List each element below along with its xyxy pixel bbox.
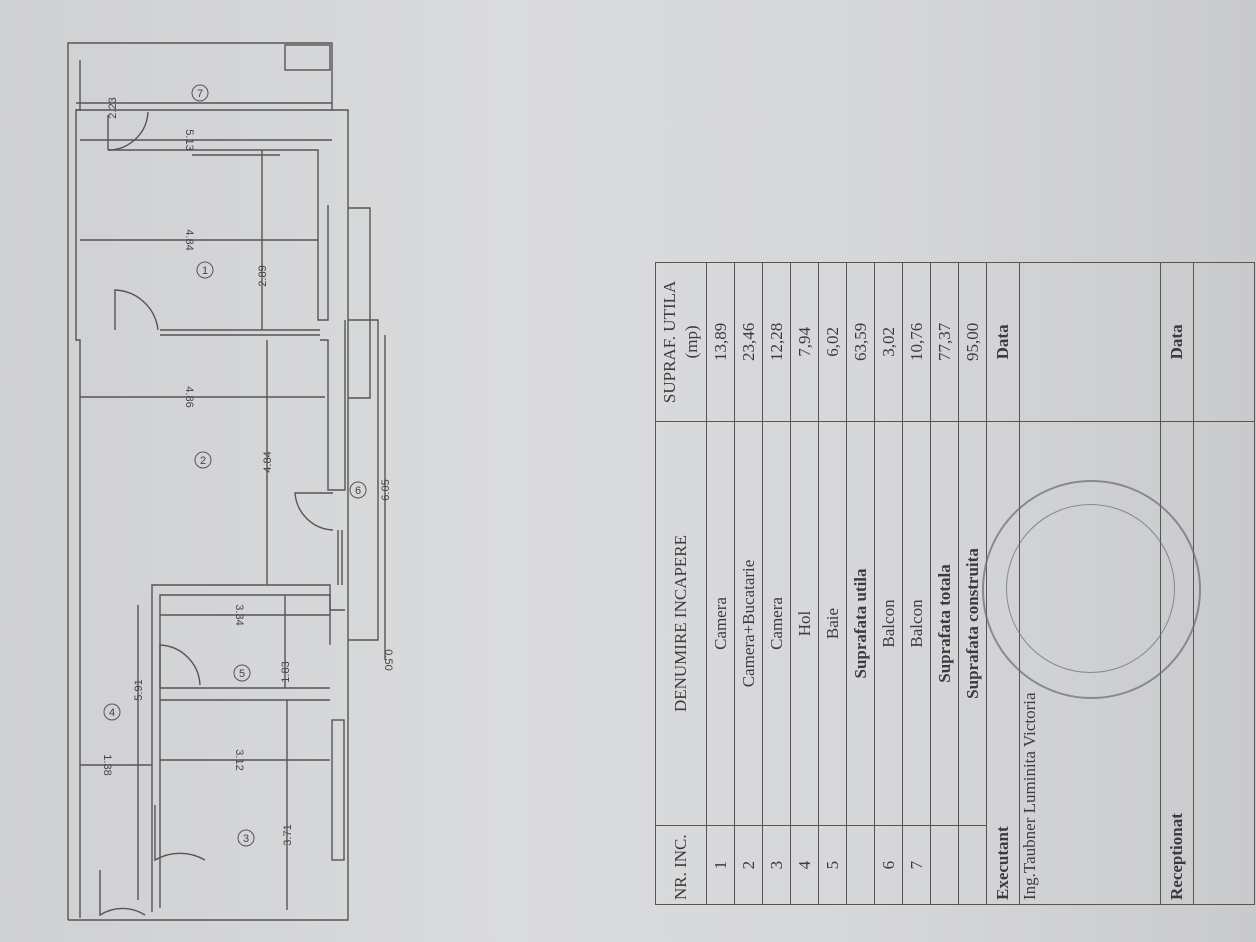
svg-text:5: 5 xyxy=(239,668,245,680)
inner-wall xyxy=(75,60,81,918)
header-area: SUPRAF. UTILA (mp) xyxy=(655,262,707,422)
svg-text:3: 3 xyxy=(243,833,249,845)
cell-nr: 7 xyxy=(902,825,931,905)
door-arc xyxy=(114,289,159,331)
dim-label: 4.86 xyxy=(183,386,195,407)
balcony-7-detail xyxy=(284,44,331,71)
room-label-3: 3 xyxy=(237,829,255,847)
executant-date-label: Data xyxy=(986,262,1020,422)
cell-area: 6,02 xyxy=(818,262,847,422)
room-label-2: 2 xyxy=(194,451,212,469)
executant-date-value xyxy=(1019,262,1161,422)
cell-area: 3,02 xyxy=(874,262,903,422)
room-label-6: 6 xyxy=(349,481,367,499)
cell-area: 23,46 xyxy=(734,262,763,422)
balcony-6-outline xyxy=(348,207,371,399)
dim-label: 6.05 xyxy=(380,479,392,500)
receptionat-date-label: Data xyxy=(1160,262,1194,422)
receptionat-date-value xyxy=(1193,262,1255,422)
room-label-7: 7 xyxy=(191,84,209,102)
cell-nr xyxy=(846,825,875,905)
cell-area: 12,28 xyxy=(762,262,791,422)
dim-label: 2.89 xyxy=(257,265,269,286)
cell-area: 77,37 xyxy=(930,262,959,422)
room-label-4: 4 xyxy=(103,703,121,721)
door-arc xyxy=(154,805,206,862)
cell-name: Suprafata utila xyxy=(846,421,875,826)
table-header: NR. INC. DENUMIRE INCAPERE SUPRAF. UTILA… xyxy=(655,262,707,905)
dim-label: 3.12 xyxy=(233,749,245,770)
svg-text:2: 2 xyxy=(200,455,206,467)
dim-label: 3.34 xyxy=(233,604,245,625)
door-arc xyxy=(159,644,201,688)
cell-area: 63,59 xyxy=(846,262,875,422)
authorization-stamp xyxy=(982,480,1201,699)
cell-area: 13,89 xyxy=(706,262,735,422)
svg-text:1: 1 xyxy=(202,265,208,277)
cell-nr xyxy=(930,825,959,905)
svg-text:6: 6 xyxy=(355,485,361,497)
cell-nr: 4 xyxy=(790,825,819,905)
room-5-wall xyxy=(159,594,331,908)
cell-area: 7,94 xyxy=(790,262,819,422)
svg-text:7: 7 xyxy=(197,88,203,100)
header-nr: NR. INC. xyxy=(655,825,707,905)
cell-name: Suprafata construita xyxy=(958,421,987,826)
cell-nr: 3 xyxy=(762,825,791,905)
cell-nr xyxy=(958,825,987,905)
stamp-inner-ring xyxy=(1006,504,1175,673)
cell-name: Camera+Bucatarie xyxy=(734,421,763,826)
cell-name: Camera xyxy=(706,421,735,826)
room-label-5: 5 xyxy=(233,664,251,682)
cell-area: 95,00 xyxy=(958,262,987,422)
cell-name: Hol xyxy=(790,421,819,826)
balcony-6-outline xyxy=(348,319,379,641)
dim-label: 5.91 xyxy=(133,679,145,700)
dim-label: 5.13 xyxy=(183,129,195,150)
cell-name: Balcon xyxy=(902,421,931,826)
cell-nr: 6 xyxy=(874,825,903,905)
cell-area: 10,76 xyxy=(902,262,931,422)
window xyxy=(331,719,345,861)
svg-text:4: 4 xyxy=(109,707,115,719)
door-arc xyxy=(294,492,334,531)
header-name: DENUMIRE INCAPERE xyxy=(655,421,707,826)
dim-label: 4.84 xyxy=(262,451,274,472)
room-2-wall xyxy=(320,320,346,491)
receptionat-name-row xyxy=(1193,262,1255,905)
cell-name: Suprafata totala xyxy=(930,421,959,826)
outer-wall xyxy=(67,42,349,921)
room-1-wall xyxy=(108,149,329,321)
cell-name: Balcon xyxy=(874,421,903,826)
dim-label: 3.71 xyxy=(282,824,294,845)
door-arc xyxy=(107,111,149,151)
entrance-door-arc xyxy=(99,870,146,917)
room-5-wall xyxy=(151,584,345,912)
cell-nr: 2 xyxy=(734,825,763,905)
room-label-1: 1 xyxy=(196,261,214,279)
dim-label: 0.50 xyxy=(382,649,394,670)
cell-nr: 1 xyxy=(706,825,735,905)
dim-label: 2.23 xyxy=(107,97,119,118)
receptionat-name xyxy=(1193,421,1255,905)
dim-label: 1.83 xyxy=(280,661,292,682)
cell-name: Camera xyxy=(762,421,791,826)
dim-label: 4.84 xyxy=(183,229,195,250)
cell-name: Baie xyxy=(818,421,847,826)
cell-nr: 5 xyxy=(818,825,847,905)
dim-label: 1.38 xyxy=(101,754,113,775)
